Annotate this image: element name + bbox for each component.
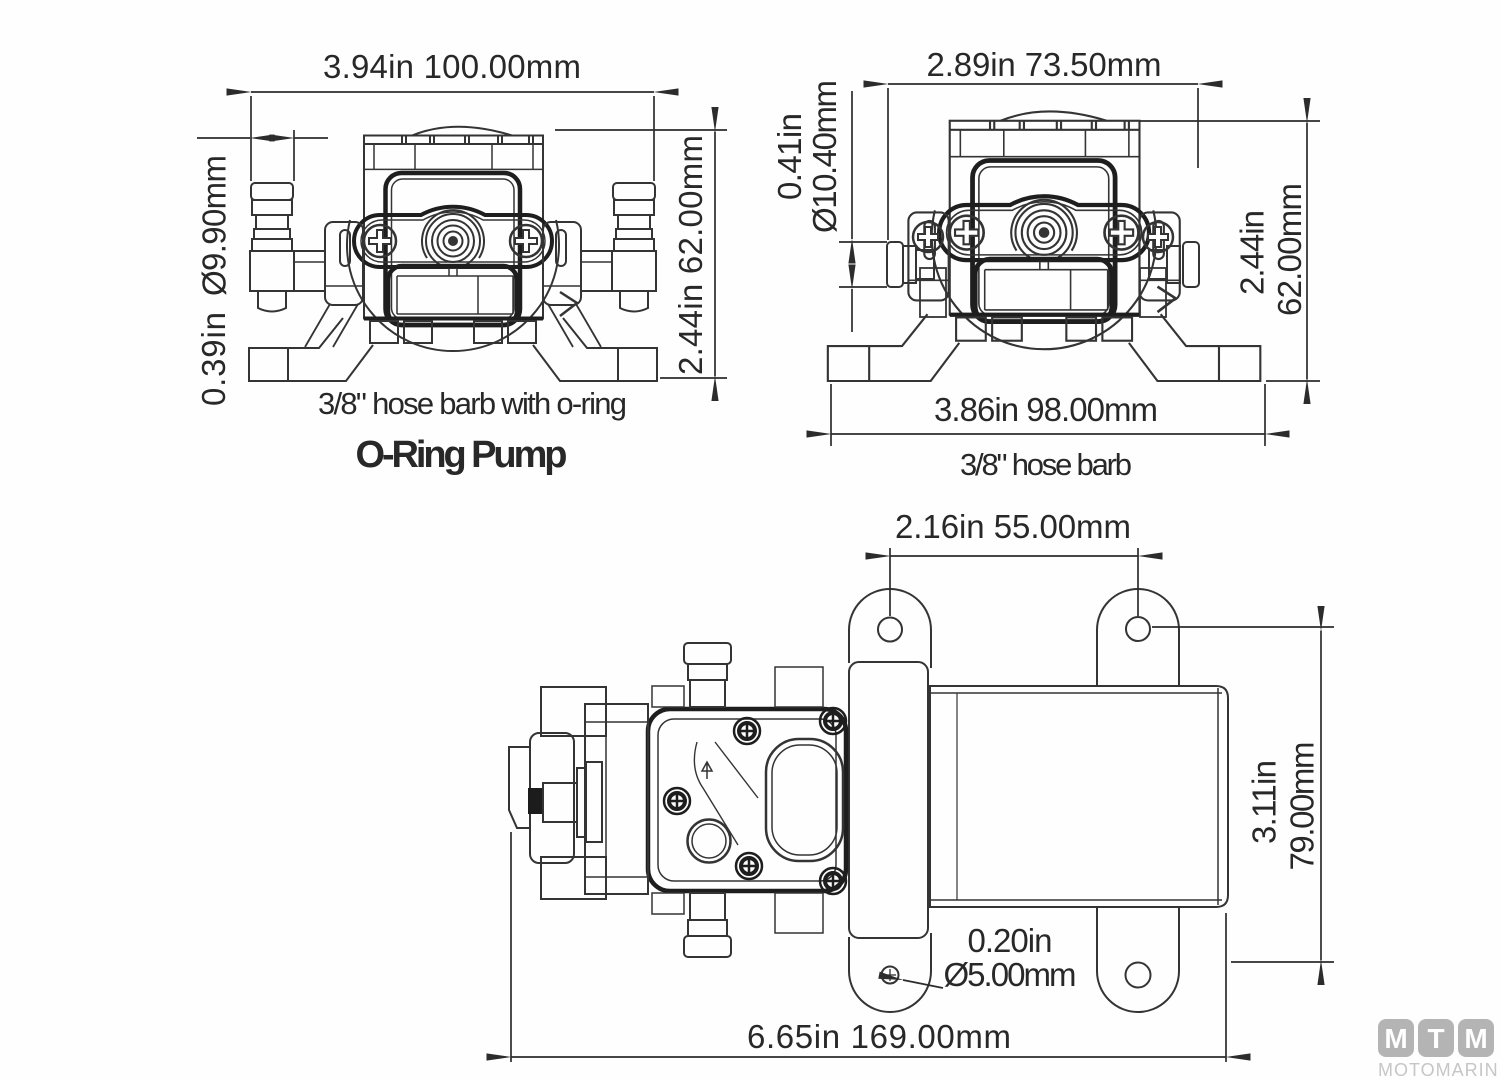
svg-text:2.44in 62.00mm: 2.44in 62.00mm (672, 135, 709, 375)
svg-text:0.41in: 0.41in (771, 113, 808, 200)
svg-text:79.00mm: 79.00mm (1284, 742, 1321, 871)
svg-text:Ø9.90mm: Ø9.90mm (196, 155, 233, 296)
svg-text:3.11in: 3.11in (1246, 760, 1283, 844)
svg-text:Ø5.00mm: Ø5.00mm (944, 956, 1077, 993)
svg-text:0.39in: 0.39in (195, 312, 232, 406)
svg-text:T: T (1427, 1023, 1444, 1054)
svg-text:2.16in 55.00mm: 2.16in 55.00mm (895, 508, 1131, 545)
svg-text:3.86in 98.00mm: 3.86in 98.00mm (934, 391, 1158, 428)
svg-text:Ø10.40mm: Ø10.40mm (806, 80, 843, 233)
svg-text:62.00mm: 62.00mm (1271, 183, 1308, 316)
svg-text:0.20in: 0.20in (968, 922, 1053, 959)
svg-text:3/8" hose barb: 3/8" hose barb (960, 447, 1132, 482)
svg-text:O-Ring Pump: O-Ring Pump (356, 434, 568, 476)
svg-text:2.89in 73.50mm: 2.89in 73.50mm (927, 46, 1162, 83)
svg-text:MOTOMARINE: MOTOMARINE (1378, 1060, 1500, 1080)
svg-text:M: M (1384, 1023, 1407, 1054)
svg-text:3/8" hose barb with o-ring: 3/8" hose barb with o-ring (318, 386, 627, 421)
svg-text:3.94in 100.00mm: 3.94in 100.00mm (323, 48, 581, 85)
svg-text:6.65in 169.00mm: 6.65in 169.00mm (747, 1018, 1011, 1055)
svg-text:2.44in: 2.44in (1234, 210, 1271, 295)
svg-text:M: M (1464, 1023, 1487, 1054)
